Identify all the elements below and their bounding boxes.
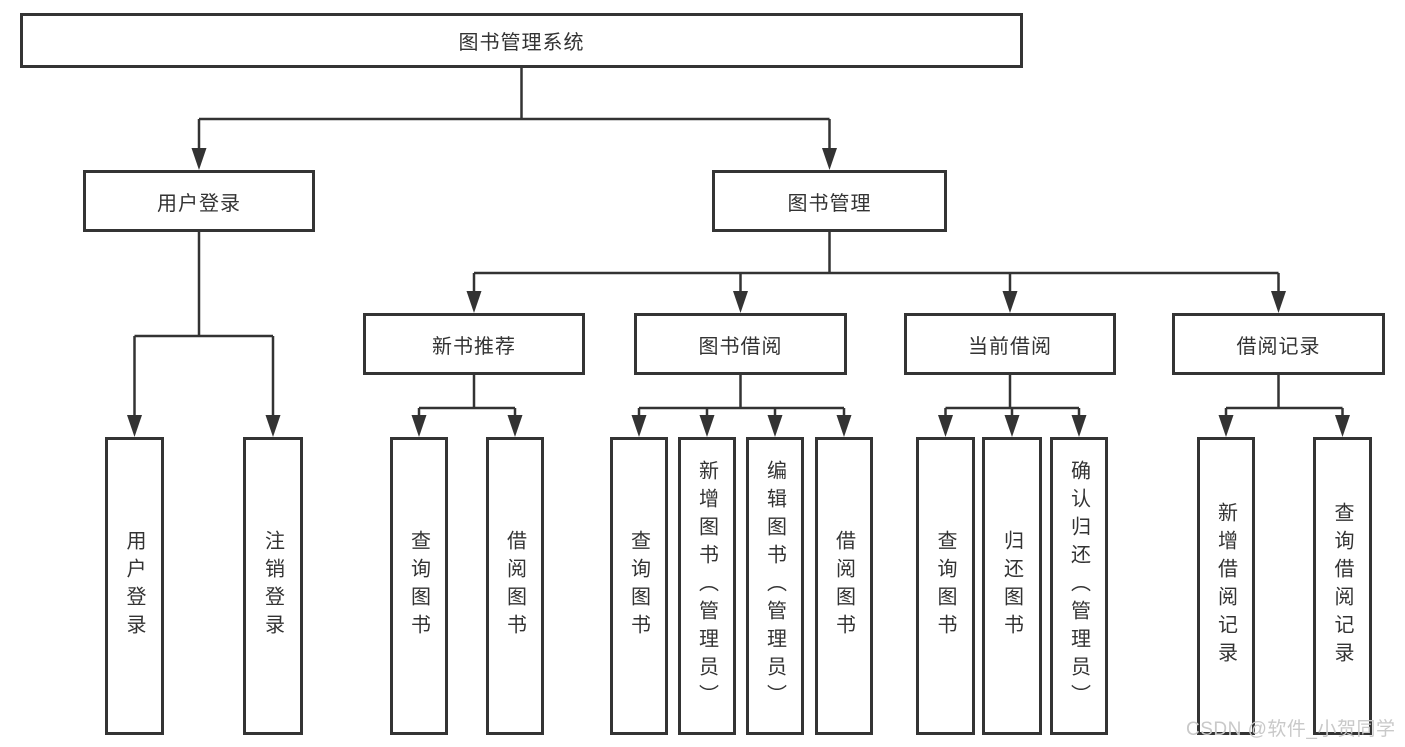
node-book-management: 图书管理 xyxy=(712,170,947,232)
leaf-return-book: 归还图书 xyxy=(982,437,1042,735)
leaf-query-books-recommend: 查询图书 xyxy=(390,437,448,735)
leaf-query-books-borrow: 查询图书 xyxy=(610,437,668,735)
leaf-edit-book-admin: 编辑图书（管理员） xyxy=(746,437,804,735)
node-user-login: 用户登录 xyxy=(83,170,315,232)
leaf-borrow-books-recommend: 借阅图书 xyxy=(486,437,544,735)
node-book-borrow: 图书借阅 xyxy=(634,313,847,375)
leaf-add-book-admin: 新增图书（管理员） xyxy=(678,437,736,735)
node-new-book-recommend: 新书推荐 xyxy=(363,313,585,375)
node-library-management-system: 图书管理系统 xyxy=(20,13,1023,68)
leaf-user-login: 用户登录 xyxy=(105,437,164,735)
leaf-borrow-books: 借阅图书 xyxy=(815,437,873,735)
arrowhead-icons xyxy=(127,148,1350,437)
leaf-query-books-current: 查询图书 xyxy=(916,437,975,735)
leaf-add-borrow-record: 新增借阅记录 xyxy=(1197,437,1255,735)
csdn-watermark: CSDN @软件_小贺同学 xyxy=(1186,719,1396,740)
leaf-logout: 注销登录 xyxy=(243,437,303,735)
leaf-confirm-return-admin: 确认归还（管理员） xyxy=(1050,437,1108,735)
leaf-query-borrow-record: 查询借阅记录 xyxy=(1313,437,1372,735)
node-current-borrow: 当前借阅 xyxy=(904,313,1116,375)
node-borrow-records: 借阅记录 xyxy=(1172,313,1385,375)
